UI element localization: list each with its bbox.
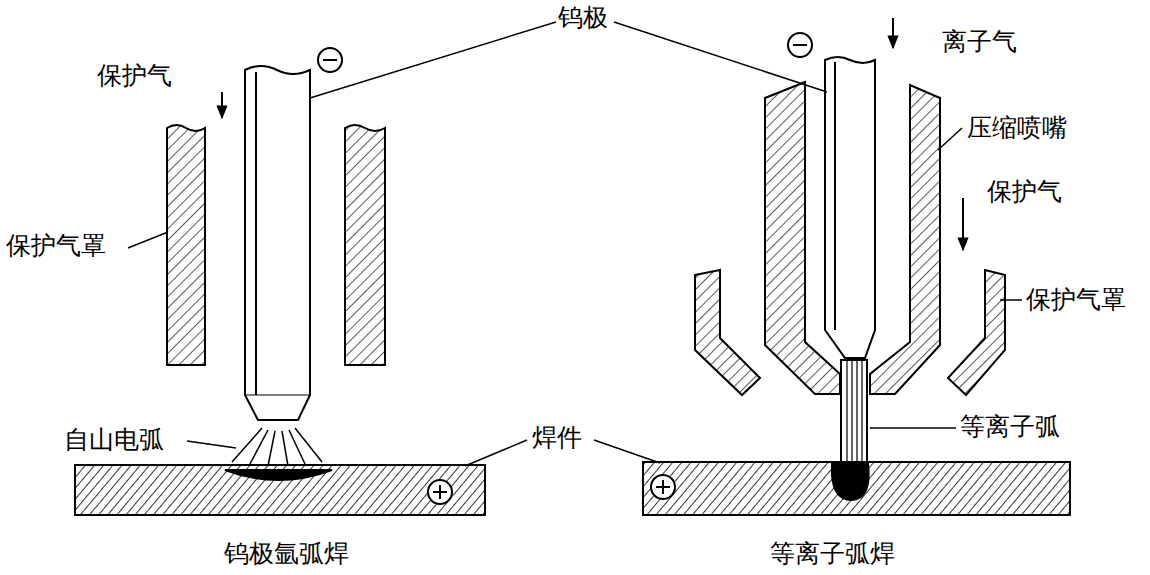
caption-label: 等离子弧焊 bbox=[768, 540, 897, 568]
arc-label: 等离子弧 bbox=[958, 413, 1062, 441]
caption-label: 钨极氩弧焊 bbox=[222, 540, 351, 568]
arc-label: 自山电弧 bbox=[62, 426, 166, 454]
shield-label: 保护气罩 bbox=[1024, 286, 1128, 314]
gas-label: 离子气 bbox=[940, 28, 1019, 56]
gas-label: 保护气 bbox=[95, 62, 174, 90]
nozzle-label: 压缩喷嘴 bbox=[965, 114, 1069, 142]
electrode-label: 钨极 bbox=[556, 4, 610, 32]
gas-label: 保护气 bbox=[985, 178, 1064, 206]
shield-label: 保护气罩 bbox=[4, 232, 108, 260]
workpiece-label: 焊件 bbox=[530, 424, 584, 452]
